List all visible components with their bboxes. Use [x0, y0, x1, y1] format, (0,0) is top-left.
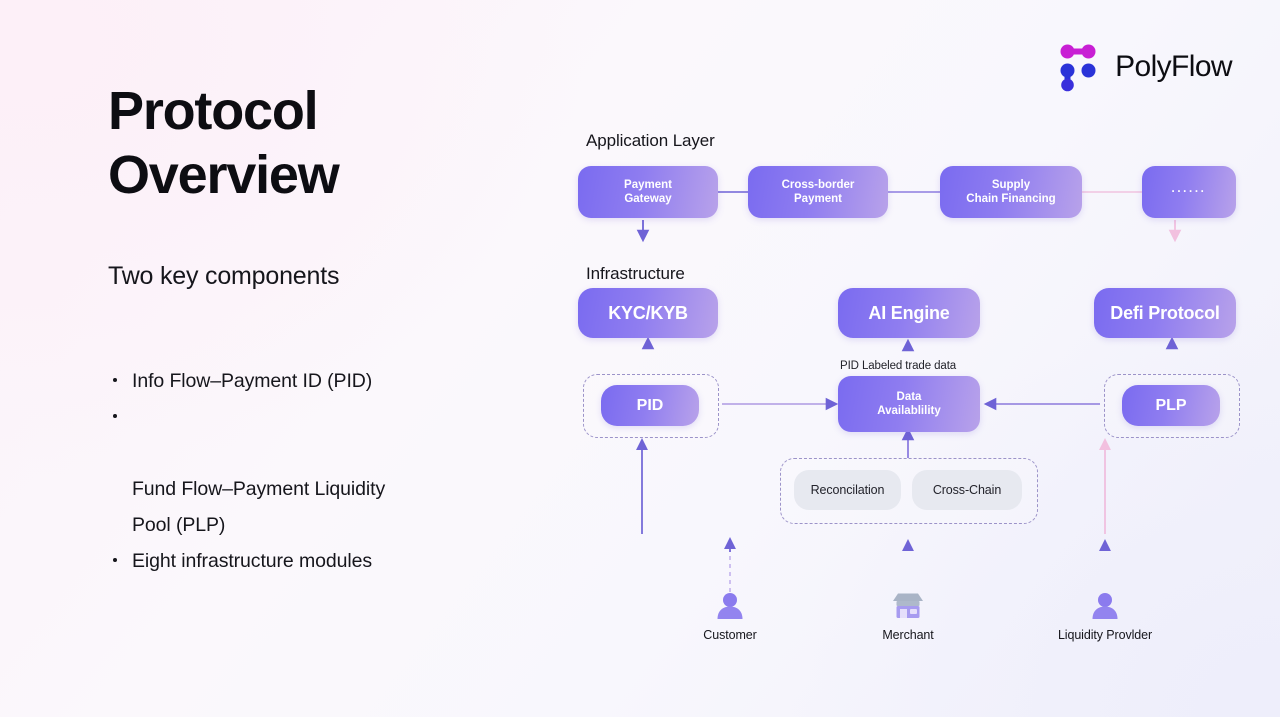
- polyflow-mark-icon: [1059, 42, 1101, 92]
- list-item-label: Eight infrastructure modules: [132, 550, 372, 572]
- list-item-label: Info Flow–Payment ID (PID): [132, 370, 373, 392]
- node-defi-protocol[interactable]: Defi Protocol: [1094, 288, 1236, 338]
- list-item: Eight infrastructure modules: [110, 543, 450, 579]
- actor-label: Merchant: [882, 628, 934, 642]
- store-icon: [848, 592, 968, 620]
- edge-label-pid-labeled-trade-data: PID Labeled trade data: [840, 360, 957, 372]
- actor-merchant[interactable]: Merchant: [848, 592, 968, 644]
- list-item-label: Fund Flow–Payment Liquidity Pool (PLP): [132, 478, 386, 536]
- brand-wordmark: PolyFlow: [1115, 50, 1233, 83]
- person-icon: [1045, 592, 1165, 620]
- node-pid[interactable]: PID: [601, 385, 699, 426]
- node-ai-engine[interactable]: AI Engine: [838, 288, 980, 338]
- bullet-dot-icon: [113, 414, 117, 418]
- application-layer-label: Application Layer: [586, 131, 715, 150]
- node-supply-chain-financing[interactable]: Supply Chain Financing: [940, 166, 1082, 218]
- node-kyc-kyb[interactable]: KYC/KYB: [578, 288, 718, 338]
- page-subtitle: Two key components: [108, 262, 340, 290]
- brand-logo: PolyFlow: [1059, 42, 1233, 92]
- list-item: Info Flow–Payment ID (PID): [110, 363, 450, 399]
- person-icon: [670, 592, 790, 620]
- actor-liquidity-provider[interactable]: Liquidity Provlder: [1045, 592, 1165, 644]
- page-title: Protocol Overview: [108, 81, 340, 205]
- bullet-dot-icon: [113, 378, 117, 382]
- node-payment-gateway[interactable]: Payment Gateway: [578, 166, 718, 218]
- node-more-applications[interactable]: ······: [1142, 166, 1236, 218]
- bullet-dot-icon: [113, 558, 117, 562]
- chip-cross-chain[interactable]: Cross-Chain: [912, 470, 1022, 510]
- node-data-availability[interactable]: Data Availablility: [838, 376, 980, 432]
- node-cross-border-payment[interactable]: Cross-border Payment: [748, 166, 888, 218]
- actor-label: Customer: [703, 628, 757, 642]
- infrastructure-label: Infrastructure: [586, 264, 685, 283]
- chip-reconciliation[interactable]: Reconcilation: [794, 470, 901, 510]
- actor-customer[interactable]: Customer: [670, 592, 790, 644]
- node-plp[interactable]: PLP: [1122, 385, 1220, 426]
- key-points-list: Info Flow–Payment ID (PID) Fund Flow–Pay…: [110, 363, 450, 579]
- list-item: Fund Flow–Payment Liquidity Pool (PLP): [110, 399, 450, 543]
- actor-label: Liquidity Provlder: [1057, 628, 1153, 642]
